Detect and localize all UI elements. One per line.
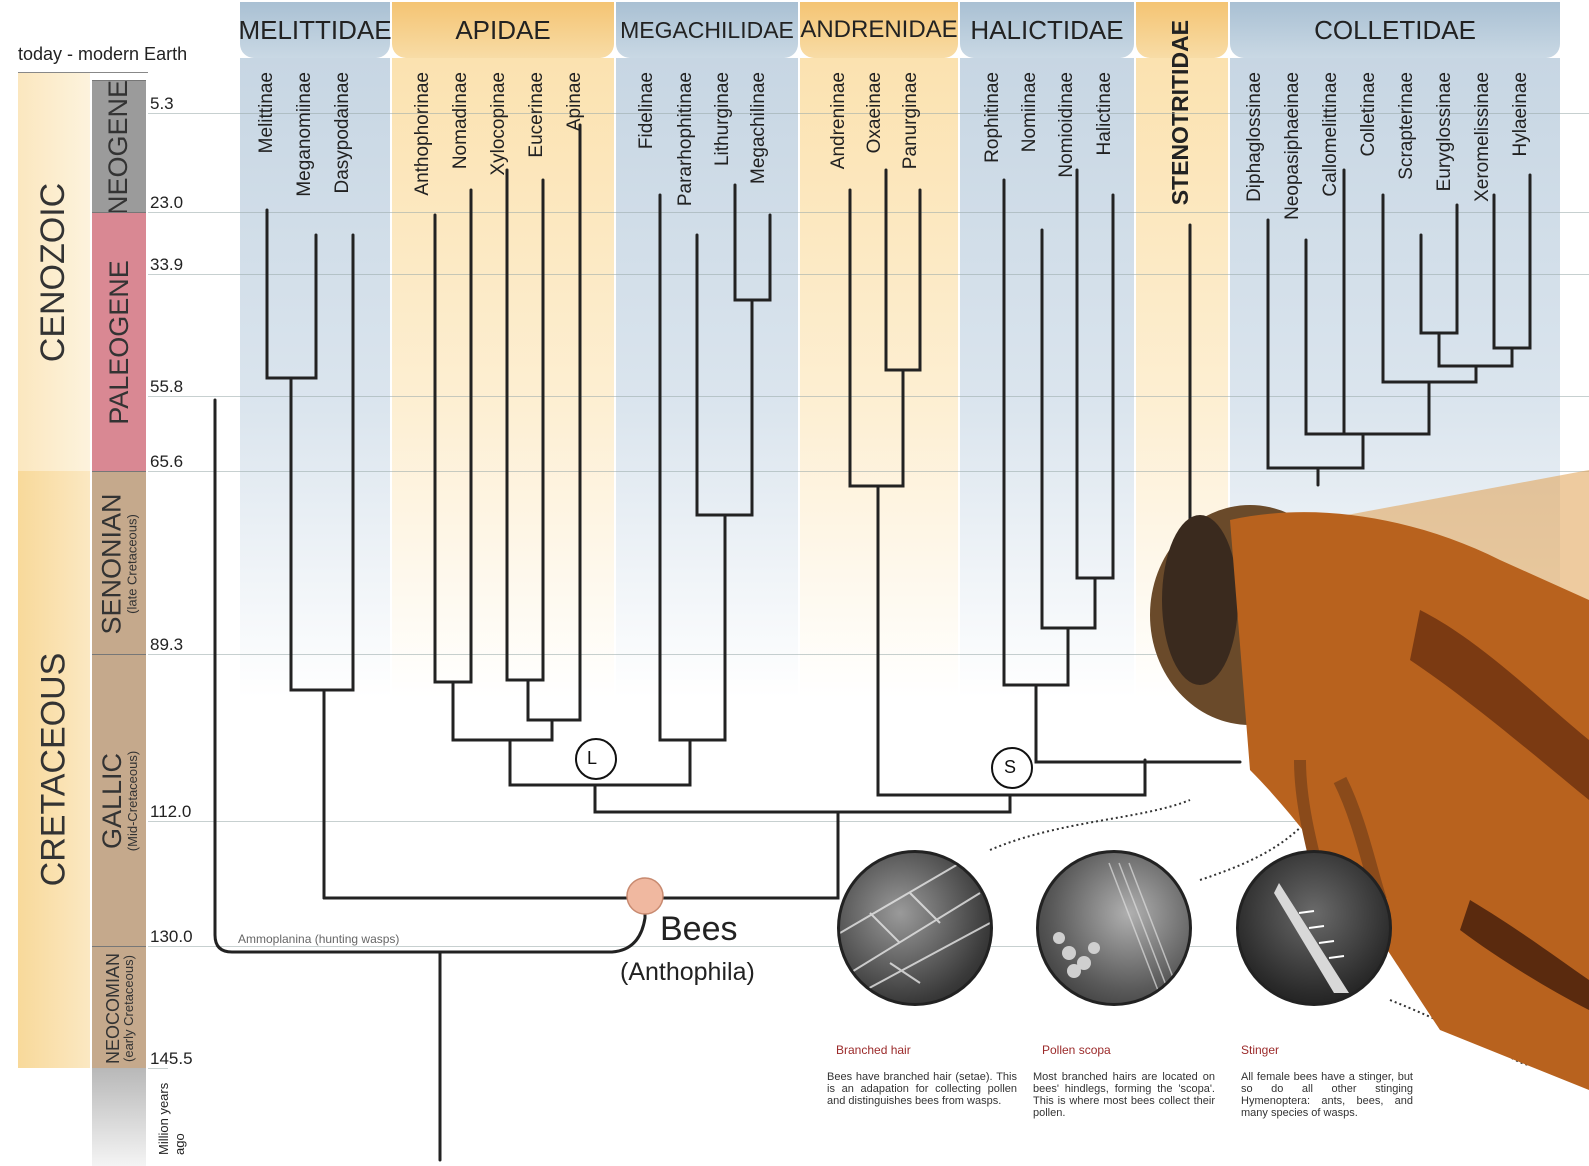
inset-body: Most branched hairs are located on bees'…	[1033, 1071, 1215, 1119]
node-marker-l-label: L	[587, 748, 597, 769]
stinger-shape	[1239, 853, 1389, 1003]
hair-texture	[840, 853, 990, 1003]
inset-body: All female bees have a stinger, but so d…	[1241, 1071, 1413, 1119]
root-sublabel: (Anthophila)	[620, 958, 755, 987]
inset-title: Pollen scopa	[1042, 1043, 1111, 1057]
inset-body: Bees have branched hair (setae). This is…	[827, 1071, 1017, 1107]
stinger-image	[1236, 850, 1392, 1006]
scopa-texture	[1039, 853, 1189, 1003]
root-label: Bees	[660, 910, 738, 949]
inset-title: Branched hair	[836, 1043, 911, 1057]
outgroup-label: Ammoplanina (hunting wasps)	[238, 932, 399, 946]
branched-hair-image	[837, 850, 993, 1006]
node-marker-s-label: S	[1004, 757, 1016, 778]
root-node	[627, 878, 663, 914]
pollen-scopa-image	[1036, 850, 1192, 1006]
bee-illustration	[1150, 470, 1589, 1090]
inset-title: Stinger	[1241, 1043, 1279, 1057]
